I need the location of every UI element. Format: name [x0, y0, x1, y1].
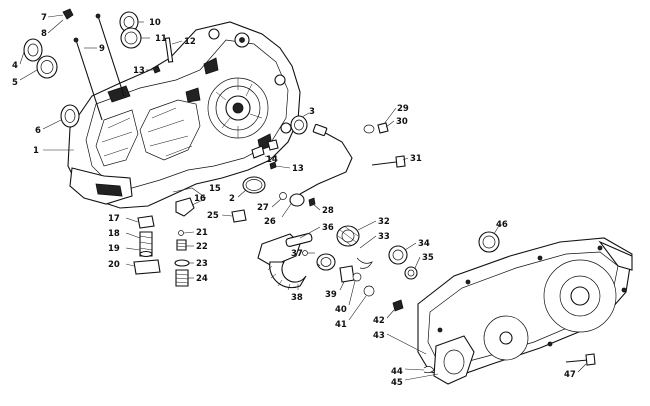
callout-16: 16 [194, 194, 206, 204]
callout-1: 1 [33, 146, 39, 156]
callout-25: 25 [207, 211, 219, 221]
callout-22: 22 [196, 242, 208, 252]
callout-42: 42 [373, 316, 385, 326]
callout-13-upper: 13 [133, 66, 145, 76]
callout-2: 2 [229, 194, 235, 204]
callout-18: 18 [108, 229, 120, 239]
callout-29: 29 [397, 104, 409, 114]
callout-20: 20 [108, 260, 120, 270]
callout-33: 33 [378, 232, 390, 242]
kick-start-gear-group [257, 225, 375, 297]
callout-36: 36 [322, 223, 334, 233]
callout-4: 4 [12, 61, 18, 71]
callout-12: 12 [184, 37, 196, 47]
callout-8: 8 [41, 29, 47, 39]
callout-39: 39 [325, 290, 337, 300]
callout-37: 37 [291, 249, 303, 259]
callout-32: 32 [378, 217, 390, 227]
callout-34: 34 [418, 239, 430, 249]
callout-21: 21 [196, 228, 208, 238]
callout-5: 5 [12, 78, 18, 88]
callout-14: 14 [266, 155, 278, 165]
left-crankcase [67, 13, 301, 209]
callout-40: 40 [335, 305, 347, 315]
callout-17: 17 [108, 214, 120, 224]
callout-15: 15 [209, 184, 221, 194]
callout-10: 10 [149, 18, 161, 28]
callout-11: 11 [155, 34, 167, 44]
callout-6: 6 [35, 126, 41, 136]
callout-19: 19 [108, 244, 120, 254]
callout-23: 23 [196, 259, 208, 269]
right-middle-hardware [363, 122, 500, 280]
callout-3: 3 [309, 107, 315, 117]
callout-30: 30 [396, 117, 408, 127]
callout-28: 28 [322, 206, 334, 216]
clutch-cover [392, 237, 633, 385]
callout-43: 43 [373, 331, 385, 341]
callout-labels: 1 2 3 4 5 6 7 8 9 10 11 12 13 13 14 15 1… [12, 13, 576, 388]
callout-44: 44 [391, 367, 403, 377]
middle-hardware [133, 115, 353, 287]
callout-41: 41 [335, 320, 347, 330]
callout-27: 27 [257, 203, 269, 213]
callout-46: 46 [496, 220, 508, 230]
callout-38: 38 [291, 293, 303, 303]
upper-left-hardware [23, 8, 174, 128]
callout-35: 35 [422, 253, 434, 263]
callout-45: 45 [391, 378, 403, 388]
callout-26: 26 [264, 217, 276, 227]
leader-lines [19, 14, 587, 381]
callout-7: 7 [41, 13, 47, 23]
callout-31: 31 [410, 154, 422, 164]
callout-24: 24 [196, 274, 208, 284]
callout-9: 9 [99, 44, 105, 54]
callout-47: 47 [564, 370, 576, 380]
callout-13-lower: 13 [292, 164, 304, 174]
